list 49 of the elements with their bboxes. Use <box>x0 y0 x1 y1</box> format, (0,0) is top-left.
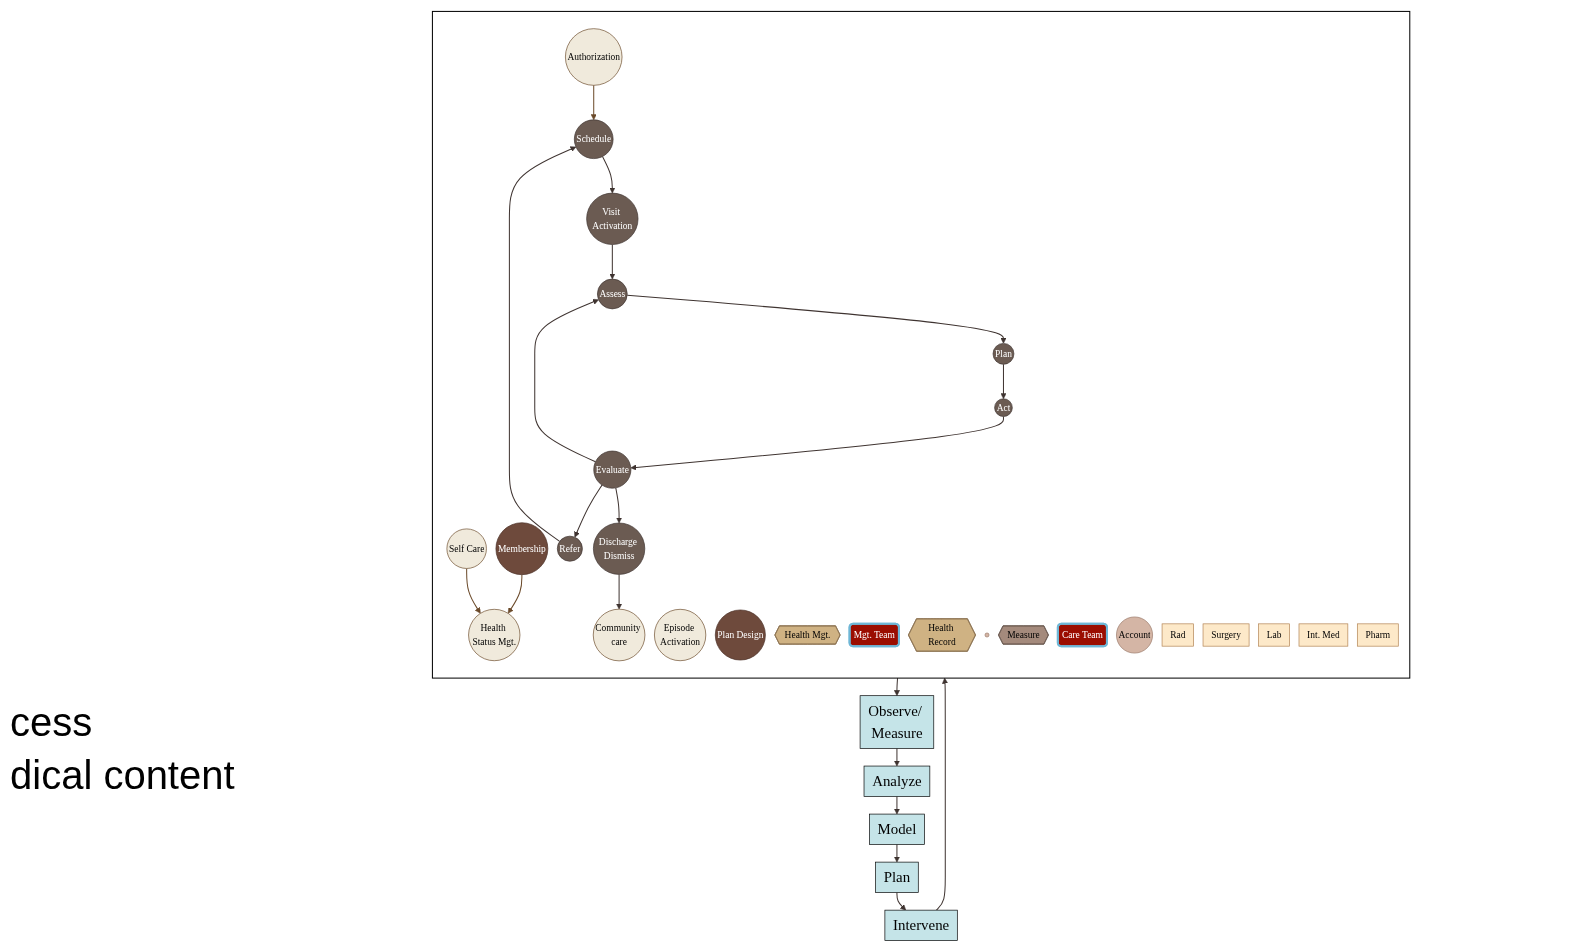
node-circle: Visit Activation <box>586 192 639 245</box>
arrow <box>894 747 901 767</box>
arrow <box>1000 363 1007 400</box>
node-circle: Act <box>994 398 1014 417</box>
arrow <box>574 484 603 538</box>
node-box: Intervene <box>884 909 959 941</box>
note-text: cess <box>10 700 94 745</box>
arrow <box>896 892 907 911</box>
node-box: Pharm <box>1357 623 1399 647</box>
arrow <box>602 156 616 194</box>
node-circle: Schedule <box>574 119 614 159</box>
node-box: Int. Med <box>1299 623 1349 647</box>
node-circle: Self Care <box>446 528 488 569</box>
arrow <box>591 84 598 121</box>
arrow <box>936 677 949 911</box>
node-circle: Account <box>1116 616 1154 654</box>
node-circle: Discharge Dismiss <box>593 522 646 575</box>
node-box: Model <box>869 813 926 845</box>
node-circle: Authorization <box>565 28 623 86</box>
node-circle: Evaluate <box>593 450 632 489</box>
node-circle: Plan Design <box>715 609 767 661</box>
arrow <box>627 294 1007 344</box>
cluster <box>432 10 1411 679</box>
node-circle: Episode Activation <box>654 608 707 662</box>
arrow <box>616 573 623 610</box>
note-text: dical content <box>10 753 236 798</box>
node-circle: Membership <box>495 522 549 575</box>
node-box: Plan <box>875 861 919 893</box>
arrow <box>615 487 623 524</box>
arrow <box>534 299 600 463</box>
arrow <box>466 567 482 614</box>
node-box: Analyze <box>864 765 931 797</box>
node-circle: Refer <box>557 535 584 562</box>
node-circle <box>985 632 990 638</box>
arrow <box>509 146 577 542</box>
node-circle: Plan <box>993 343 1015 365</box>
node-box: Surgery <box>1203 623 1250 647</box>
arrow <box>894 796 901 815</box>
arrow <box>894 844 901 863</box>
node-circle: Assess <box>597 278 628 310</box>
arrow <box>508 574 523 614</box>
node-circle: Health Status Mgt. <box>468 608 521 662</box>
node-circle: Community care <box>593 608 646 662</box>
arrow <box>630 416 1005 471</box>
arrow <box>894 677 901 696</box>
arrow <box>609 244 616 280</box>
node-box: Observe/ Measure <box>860 695 935 749</box>
node-box: Lab <box>1258 623 1291 647</box>
node-box: Rad <box>1162 623 1195 647</box>
